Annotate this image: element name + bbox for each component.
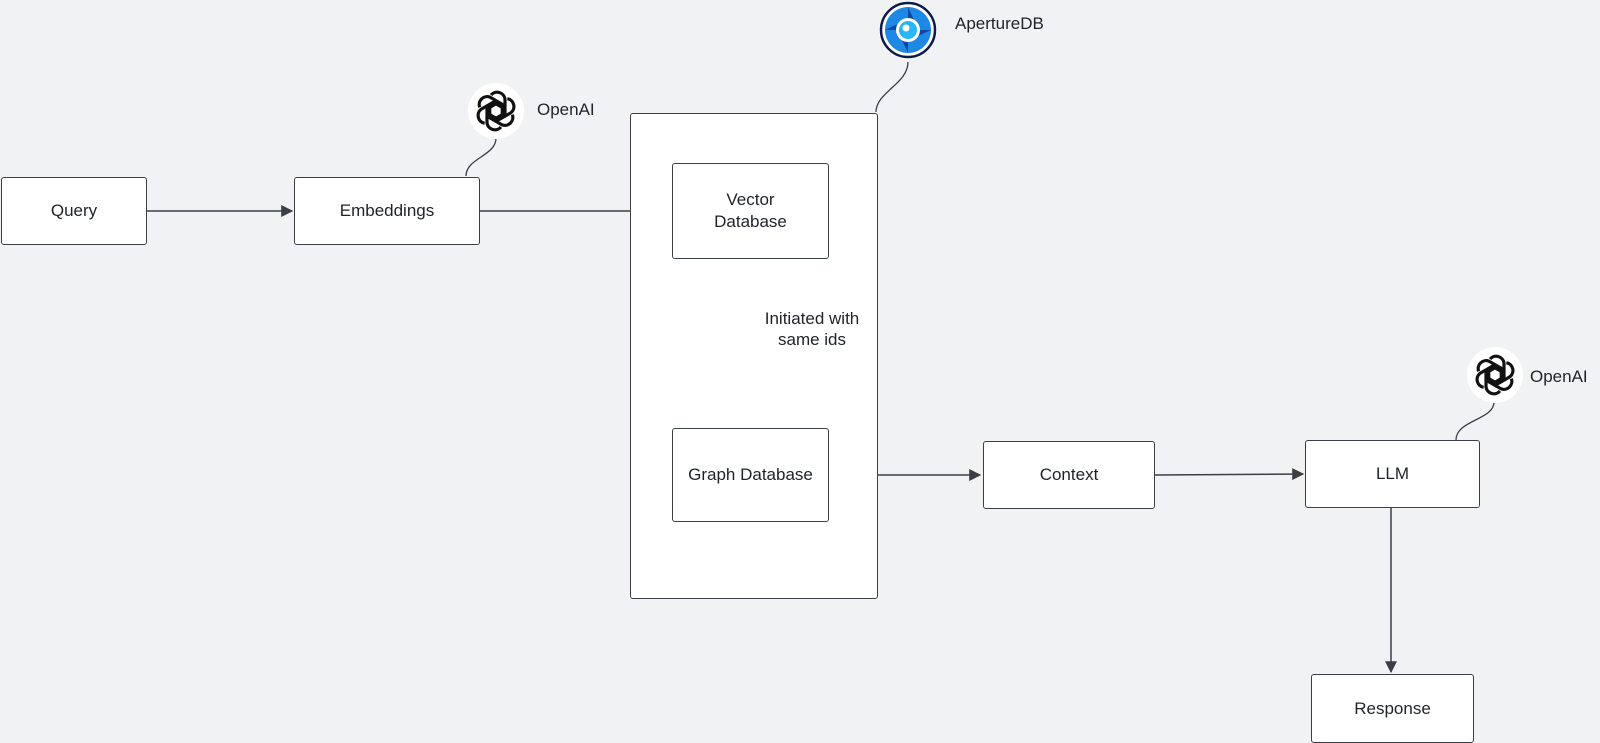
openai-right-label: OpenAI	[1530, 367, 1588, 386]
aperturedb-connector	[875, 61, 909, 113]
embeddings-node[interactable]: Embeddings	[294, 177, 480, 245]
context-label: Context	[1039, 465, 1099, 484]
openai-top-connector	[465, 137, 497, 177]
response-node[interactable]: Response	[1311, 674, 1474, 743]
context-node[interactable]: Context	[983, 441, 1155, 509]
vector-database-label: Vector Database	[714, 190, 787, 231]
query-label: Query	[50, 201, 98, 220]
edge-context-llm	[1154, 468, 1305, 481]
openai-top-label: OpenAI	[537, 100, 595, 119]
llm-label: LLM	[1375, 464, 1410, 483]
query-node[interactable]: Query	[1, 177, 147, 245]
aperturedb-logo-icon	[878, 0, 938, 60]
graph-database-label: Graph Database	[688, 465, 813, 484]
dashed-edge-note: Initiated with same ids	[764, 309, 860, 349]
embeddings-label: Embeddings	[339, 201, 435, 220]
openai-logo-icon	[467, 82, 525, 140]
openai-right-connector	[1455, 401, 1495, 441]
graph-database-node[interactable]: Graph Database	[672, 428, 829, 522]
response-label: Response	[1354, 698, 1431, 718]
llm-node[interactable]: LLM	[1305, 440, 1480, 508]
openai-logo-icon-right	[1466, 346, 1524, 404]
aperturedb-label: ApertureDB	[955, 14, 1044, 33]
vector-database-node[interactable]: Vector Database	[672, 163, 829, 259]
